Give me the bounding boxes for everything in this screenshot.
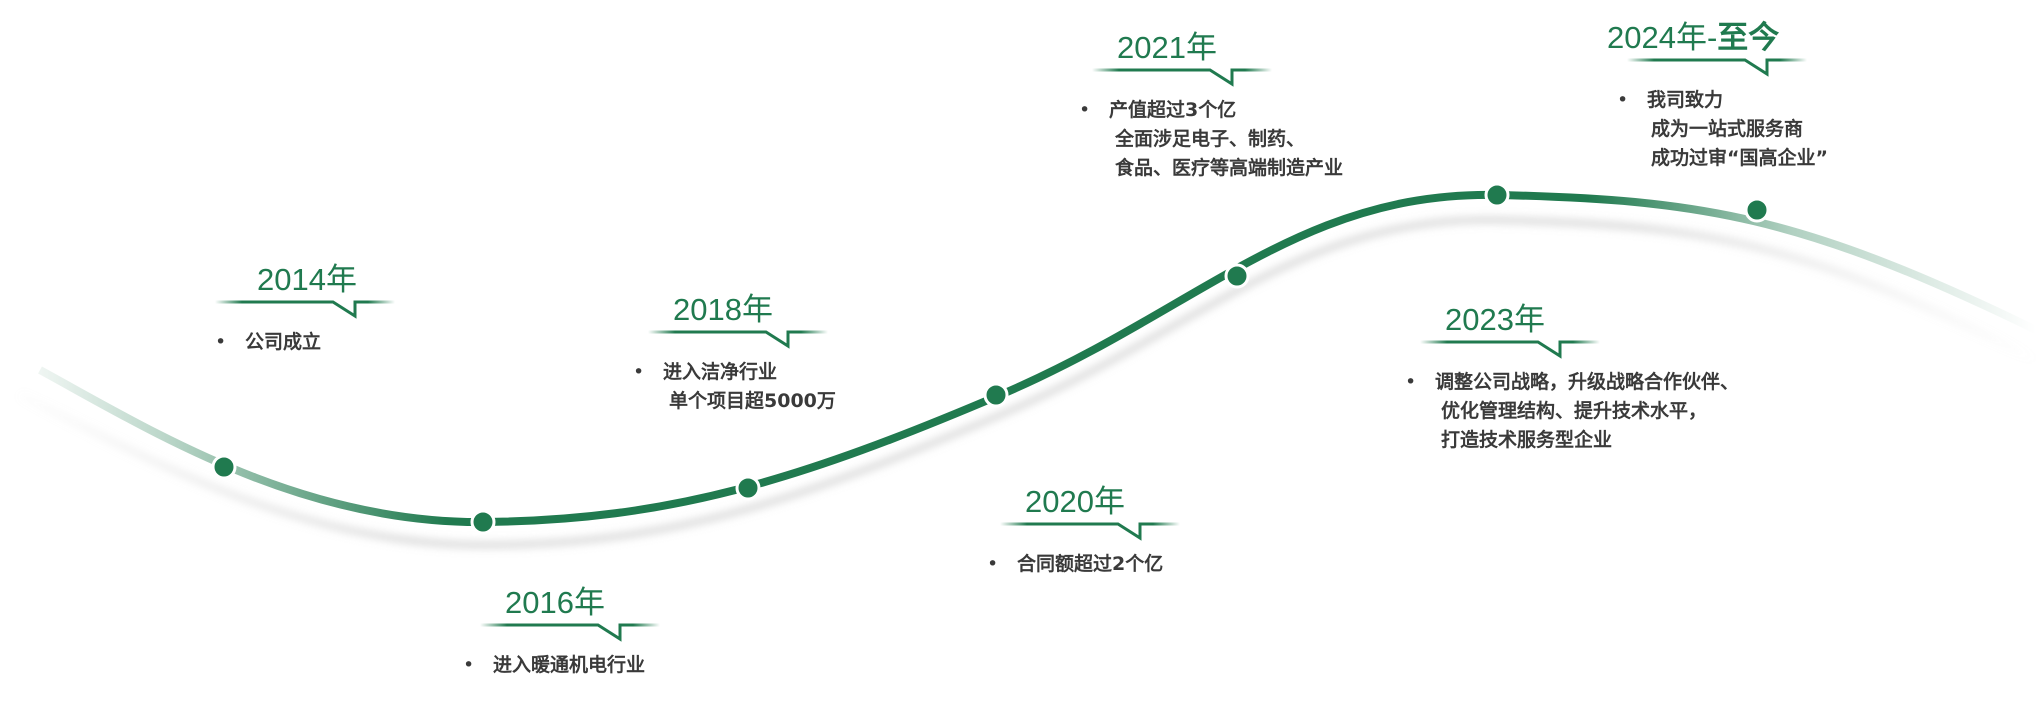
bullet-icon: • bbox=[1405, 371, 1417, 393]
milestone-2014: 2014年 • 公司成立 bbox=[215, 262, 395, 357]
description-line: 打造技术服务型企业 bbox=[1441, 429, 1613, 451]
dot-2018 bbox=[735, 475, 761, 501]
dot-2021 bbox=[1224, 263, 1250, 289]
bullet-icon: • bbox=[463, 654, 475, 676]
description-line: 产值超过3个亿 bbox=[1109, 99, 1237, 121]
dot-2016 bbox=[470, 509, 496, 535]
year-label: 2021年 bbox=[1117, 30, 1217, 65]
year-label: 2020年 bbox=[1025, 484, 1125, 519]
dot-2024 bbox=[1744, 197, 1770, 223]
description-line: 合同额超过2个亿 bbox=[1017, 553, 1164, 575]
description-line: 进入洁净行业 bbox=[663, 361, 778, 383]
callout-underline bbox=[1627, 58, 1807, 77]
callout-underline bbox=[1000, 522, 1180, 541]
bullet-icon: • bbox=[1079, 99, 1091, 121]
description-line: 全面涉足电子、制药、 bbox=[1115, 128, 1306, 150]
description-line: 成功过审“国高企业” bbox=[1651, 147, 1828, 169]
milestone-2021: 2021年 • 产值超过3个亿全面涉足电子、制药、食品、医疗等高端制造产业 bbox=[1079, 30, 1343, 183]
description-line: 我司致力 bbox=[1647, 89, 1724, 111]
year-text: 2024年- bbox=[1607, 20, 1718, 55]
year-suffix: 至今 bbox=[1717, 20, 1780, 56]
year-label: 2018年 bbox=[673, 292, 773, 327]
milestone-2023: 2023年 • 调整公司战略，升级战略合作伙伴、优化管理结构、提升技术水平， 打造技… bbox=[1405, 302, 1739, 455]
description-line: 优化管理结构、提升技术水平， bbox=[1441, 400, 1708, 422]
dot-2023 bbox=[1484, 182, 1510, 208]
milestone-2016: 2016年 • 进入暖通机电行业 bbox=[463, 585, 660, 680]
callout-underline bbox=[1420, 340, 1600, 359]
year-label: 2016年 bbox=[505, 585, 605, 620]
dot-2020 bbox=[983, 382, 1009, 408]
description-line: 成为一站式服务商 bbox=[1651, 118, 1804, 140]
year-label: 2024年-至今 bbox=[1607, 20, 1828, 56]
year-label: 2014年 bbox=[257, 262, 357, 297]
callout-underline bbox=[1092, 68, 1272, 87]
bullet-icon: • bbox=[1617, 89, 1629, 111]
milestone-2024: 2024年-至今 • 我司致力成为一站式服务商成功过审“国高企业” bbox=[1607, 20, 1828, 173]
description-line: 食品、医疗等高端制造产业 bbox=[1115, 157, 1344, 179]
bullet-icon: • bbox=[987, 553, 999, 575]
callout-underline bbox=[648, 330, 828, 349]
bullet-icon: • bbox=[215, 331, 227, 353]
year-label: 2023年 bbox=[1445, 302, 1545, 337]
bullet-icon: • bbox=[633, 361, 645, 383]
milestone-2018: 2018年 • 进入洁净行业单个项目超5000万 bbox=[633, 292, 836, 416]
description-line: 单个项目超5000万 bbox=[669, 390, 836, 412]
description-line: 调整公司战略，升级战略合作伙伴、 bbox=[1435, 371, 1740, 393]
curve-shadow bbox=[18, 215, 2036, 550]
callout-underline bbox=[215, 300, 395, 319]
dot-2014 bbox=[211, 454, 237, 480]
milestone-2020: 2020年 • 合同额超过2个亿 bbox=[987, 484, 1180, 579]
callout-underline bbox=[480, 623, 660, 642]
description-line: 进入暖通机电行业 bbox=[493, 654, 646, 676]
description-line: 公司成立 bbox=[245, 331, 322, 353]
